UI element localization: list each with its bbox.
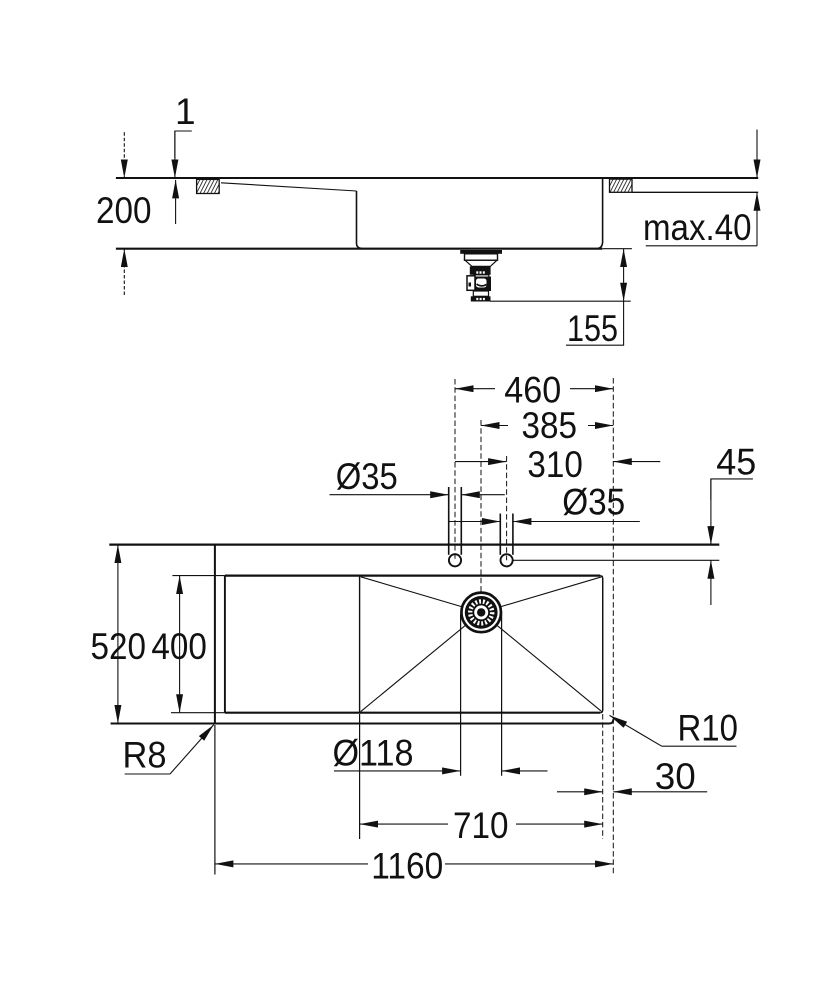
svg-text:400: 400 xyxy=(151,626,207,667)
svg-text:460: 460 xyxy=(504,369,561,410)
svg-text:30: 30 xyxy=(655,756,696,797)
svg-text:Ø35: Ø35 xyxy=(336,456,398,497)
svg-text:155: 155 xyxy=(567,308,618,349)
svg-text:200: 200 xyxy=(96,190,152,231)
svg-text:R8: R8 xyxy=(123,735,167,776)
svg-text:1: 1 xyxy=(175,91,196,132)
svg-text:45: 45 xyxy=(716,441,756,482)
svg-text:Ø35: Ø35 xyxy=(562,482,625,523)
svg-text:max.40: max.40 xyxy=(643,207,752,248)
svg-text:520: 520 xyxy=(91,626,147,667)
svg-text:R10: R10 xyxy=(678,708,739,749)
svg-text:710: 710 xyxy=(453,805,509,846)
svg-text:310: 310 xyxy=(527,444,583,485)
svg-text:Ø118: Ø118 xyxy=(333,733,414,774)
svg-text:1160: 1160 xyxy=(371,845,443,886)
svg-text:385: 385 xyxy=(522,405,578,446)
